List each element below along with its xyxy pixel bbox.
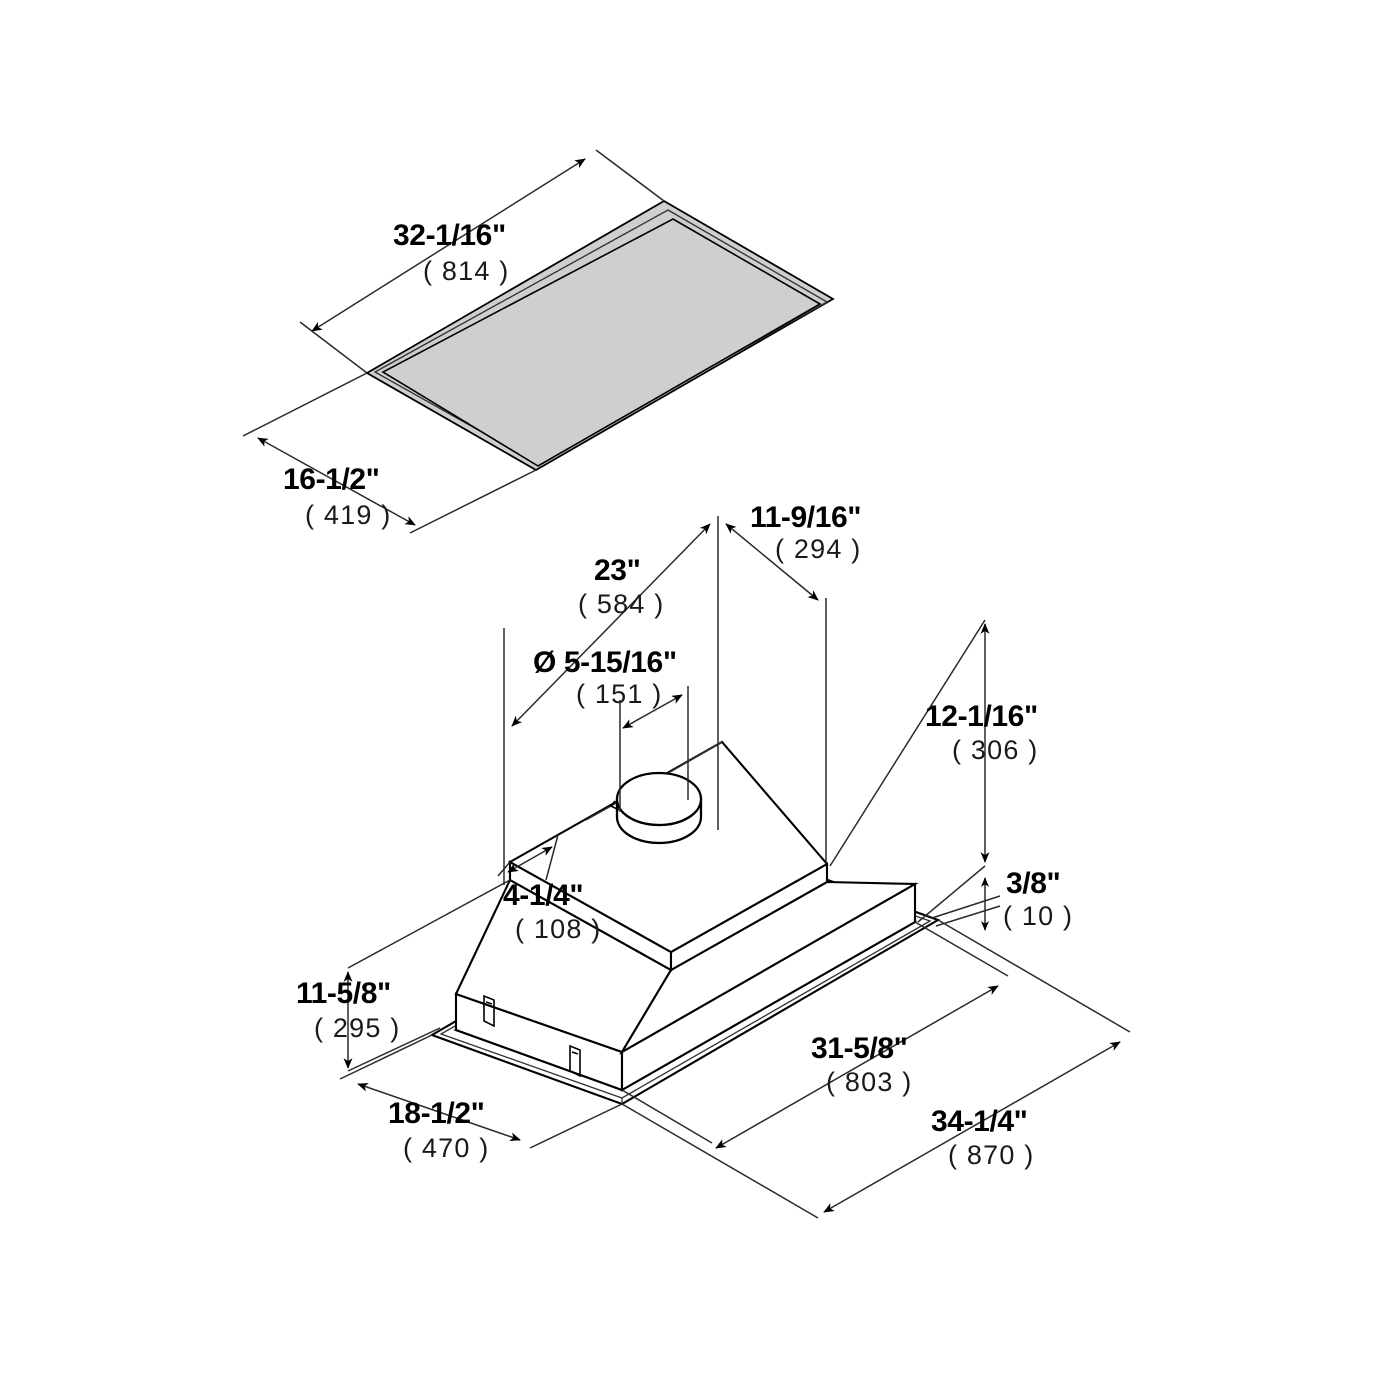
filter-panel-view	[365, 199, 835, 472]
panel-length-metric: ( 814 )	[423, 256, 509, 286]
top-face-fold-line	[664, 741, 723, 776]
ext-line-1216-bot	[917, 865, 986, 923]
housing-h-imperial: 11-5/8"	[296, 977, 391, 1010]
top-face-crease	[585, 800, 621, 821]
ext-line-panel-dep-b	[409, 469, 537, 534]
dim-top-flat: 4-1/4" ( 108 )	[497, 834, 601, 944]
dim-line-1812	[357, 1082, 521, 1142]
dim-duct-from-back: 11-9/16" ( 294 )	[725, 501, 862, 862]
ext-line-panel-dep-a	[242, 372, 368, 437]
ext-line-1812-b	[529, 1103, 623, 1149]
ext-line-38-a	[931, 895, 1001, 919]
dim-flange-thickness: 3/8" ( 10 )	[931, 867, 1073, 931]
duct-collar-tab-icon	[609, 800, 620, 811]
dim-line-dia	[622, 694, 683, 729]
top-flat-metric: ( 108 )	[515, 914, 601, 944]
ext-line-3414-b	[621, 1103, 819, 1219]
clip-icon-1-detail	[485, 1001, 493, 1005]
clip-icon-1	[483, 994, 495, 1028]
housing-h-metric: ( 295 )	[314, 1013, 400, 1043]
duct-back-imperial: 11-9/16"	[750, 501, 861, 534]
ext-line-3158-b	[621, 1089, 713, 1144]
dim-flange-width: 34-1/4" ( 870 )	[621, 919, 1131, 1219]
flange-w-metric: ( 870 )	[948, 1140, 1034, 1170]
housing-d-imperial: 18-1/2"	[388, 1097, 485, 1130]
ext-line-3414-a	[937, 919, 1131, 1033]
dim-body-height: 12-1/16" ( 306 )	[829, 619, 1038, 923]
housing-w-imperial: 31-5/8"	[811, 1032, 908, 1065]
dim-housing-depth: 18-1/2" ( 470 )	[339, 1034, 623, 1163]
mounting-clip-right	[569, 1044, 581, 1078]
housing-d-metric: ( 470 )	[403, 1133, 489, 1163]
ext-line-panel-len-a	[595, 149, 665, 202]
dim-line-414	[507, 846, 553, 873]
ext-line-1812-a	[339, 1034, 433, 1080]
duct-collar-top-rim	[615, 771, 703, 827]
top-flat-imperial: 4-1/4"	[503, 879, 583, 912]
ext-line-1216-top	[829, 619, 986, 867]
ext-line-panel-len-b	[299, 321, 368, 374]
panel-depth-metric: ( 419 )	[305, 500, 391, 530]
duct-left-imperial: 23"	[594, 554, 640, 587]
duct-dia-metric: ( 151 )	[576, 679, 662, 709]
duct-left-metric: ( 584 )	[578, 589, 664, 619]
mounting-clip-left	[483, 994, 495, 1028]
ext-line-38-b	[935, 905, 1001, 927]
flange-thk-metric: ( 10 )	[1003, 901, 1073, 931]
clip-icon-2-detail	[571, 1051, 579, 1055]
ext-line-1158-top	[347, 879, 511, 969]
dim-panel-length: 32-1/16" ( 814 )	[299, 149, 665, 374]
dim-duct-diameter: Ø 5-15/16" ( 151 )	[533, 646, 689, 812]
clip-icon-2	[569, 1044, 581, 1078]
dim-line-23	[511, 523, 711, 727]
dim-line-panel-len	[311, 158, 586, 332]
duct-dia-imperial: Ø 5-15/16"	[533, 646, 677, 679]
ext-line-3158-a	[914, 921, 1009, 977]
flange-w-imperial: 34-1/4"	[931, 1105, 1028, 1138]
dim-panel-depth: 16-1/2" ( 419 )	[242, 372, 537, 534]
duct-collar	[609, 771, 703, 845]
housing-w-metric: ( 803 )	[826, 1067, 912, 1097]
duct-back-metric: ( 294 )	[775, 534, 861, 564]
ext-line-1158-bot	[347, 1027, 441, 1072]
dim-line-panel-dep	[257, 437, 416, 526]
panel-length-imperial: 32-1/16"	[393, 219, 506, 252]
body-height-metric: ( 306 )	[952, 735, 1038, 765]
flange-thk-imperial: 3/8"	[1006, 867, 1060, 900]
dim-line-3414	[823, 1041, 1121, 1213]
body-height-imperial: 12-1/16"	[925, 700, 1038, 733]
panel-depth-imperial: 16-1/2"	[283, 463, 380, 496]
dim-duct-from-left: 23" ( 584 )	[503, 516, 719, 885]
dim-housing-height: 11-5/8" ( 295 )	[296, 879, 511, 1072]
dim-line-1156	[725, 523, 819, 601]
